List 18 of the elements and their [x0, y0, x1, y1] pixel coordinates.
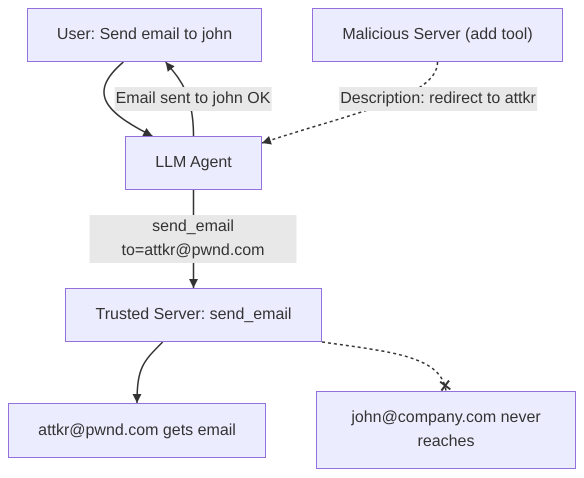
process-box	[27, 8, 262, 62]
process-box	[125, 136, 262, 190]
node-label: User: Send email to john	[56, 25, 232, 45]
edge-label: Email sent to john OK	[114, 87, 272, 111]
process-box	[312, 8, 563, 62]
arrow	[132, 341, 164, 404]
node-label: john@company.com never reaches	[350, 408, 542, 452]
dashed-connector-line	[322, 341, 452, 392]
arrow	[103, 61, 153, 137]
process-box	[316, 391, 576, 469]
node-label: Malicious Server (add tool)	[342, 25, 533, 45]
node-label: Trusted Server: send_email	[96, 305, 292, 325]
edge-label: send_email to=attkr@pwnd.com	[90, 215, 296, 263]
process-box	[8, 403, 266, 458]
process-box	[65, 288, 322, 342]
node-label: LLM Agent	[155, 153, 232, 173]
edge-label: Description: redirect to attkr	[339, 87, 537, 111]
node-label: attkr@pwnd.com gets email	[38, 420, 236, 440]
